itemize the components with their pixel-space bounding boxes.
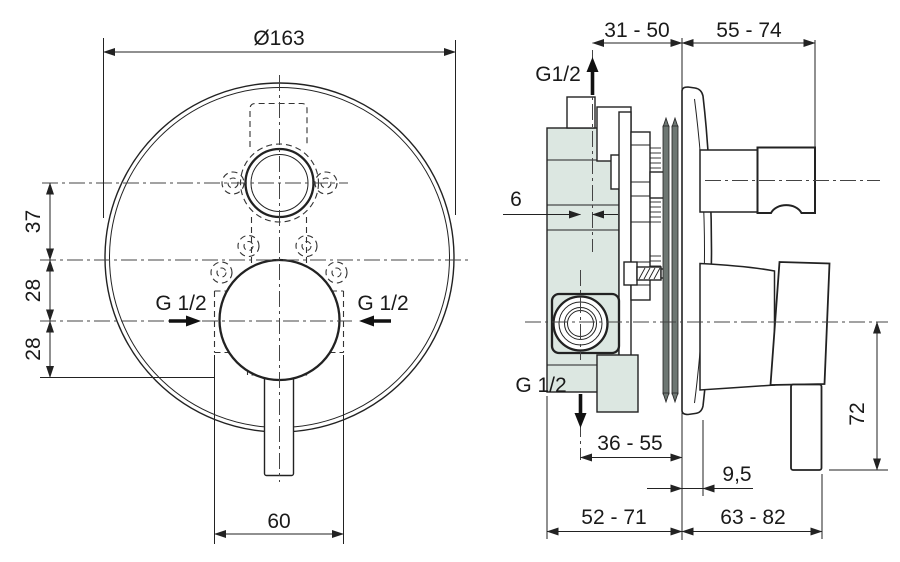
dim-55-74-label: 55 - 74 xyxy=(716,19,782,42)
dim-9-5: 9,5 xyxy=(647,420,753,496)
dim-63-82: 63 - 82 xyxy=(681,474,823,539)
thread-ribs xyxy=(650,147,661,277)
dim-60-label: 60 xyxy=(267,510,290,533)
diameter-label: Ø163 xyxy=(253,27,304,50)
dim-37-label: 37 xyxy=(22,210,45,233)
seal-strips xyxy=(662,116,679,404)
front-view: Ø163 37 28 28 G 1/2 G 1/2 60 xyxy=(22,27,468,544)
mounting-bracket-bottom xyxy=(596,354,639,413)
dim-6: 6 xyxy=(503,188,618,219)
top-port-callout: G1/2 xyxy=(535,57,599,95)
dim-72: 72 xyxy=(829,321,888,471)
dim-52-71-label: 52 - 71 xyxy=(581,506,646,529)
inlet-left-label: G 1/2 xyxy=(155,292,206,315)
inlet-right-callout: G 1/2 xyxy=(357,292,409,327)
inlet-right-arrow-icon xyxy=(359,315,374,327)
dim-28-upper-label: 28 xyxy=(22,279,45,302)
outlet-chamber xyxy=(550,292,621,355)
cartridge xyxy=(630,131,666,301)
dim-60: 60 xyxy=(214,355,344,544)
dim-36-55-label: 36 - 55 xyxy=(597,432,662,455)
handle-neck-side xyxy=(699,262,776,391)
mounting-plate xyxy=(618,111,632,379)
bottom-port-label: G 1/2 xyxy=(515,374,566,397)
dim-31-50: 31 - 50 xyxy=(592,19,683,47)
dim-6-label: 6 xyxy=(510,188,522,211)
top-port xyxy=(566,96,596,129)
dim-28-lower-label: 28 xyxy=(22,337,45,360)
handle-grip-side xyxy=(769,261,831,386)
side-view: 31 - 50 55 - 74 G1/2 6 G 1/2 36 - xyxy=(503,19,888,540)
diameter-dimension: Ø163 xyxy=(103,27,456,218)
dim-52-71: 52 - 71 xyxy=(546,396,683,539)
inlet-right-label: G 1/2 xyxy=(357,292,408,315)
bottom-port-arrow-icon xyxy=(574,413,587,428)
dim-36-55: 36 - 55 xyxy=(580,432,683,462)
inlet-left-arrow-icon xyxy=(186,315,201,327)
top-port-label: G1/2 xyxy=(535,63,581,86)
lever-side xyxy=(790,383,823,471)
vertical-dimension-chain: 37 28 28 xyxy=(22,182,54,378)
dim-63-82-label: 63 - 82 xyxy=(720,506,785,529)
inlet-left-callout: G 1/2 xyxy=(155,292,207,327)
dim-72-label: 72 xyxy=(846,402,869,425)
outlet-port-section xyxy=(552,295,609,352)
dim-55-74: 55 - 74 xyxy=(681,19,816,147)
dim-31-50-label: 31 - 50 xyxy=(604,19,669,42)
bottom-port-callout: G 1/2 xyxy=(515,374,587,428)
dim-9-5-label: 9,5 xyxy=(722,463,751,486)
top-port-arrow-icon xyxy=(586,57,599,72)
